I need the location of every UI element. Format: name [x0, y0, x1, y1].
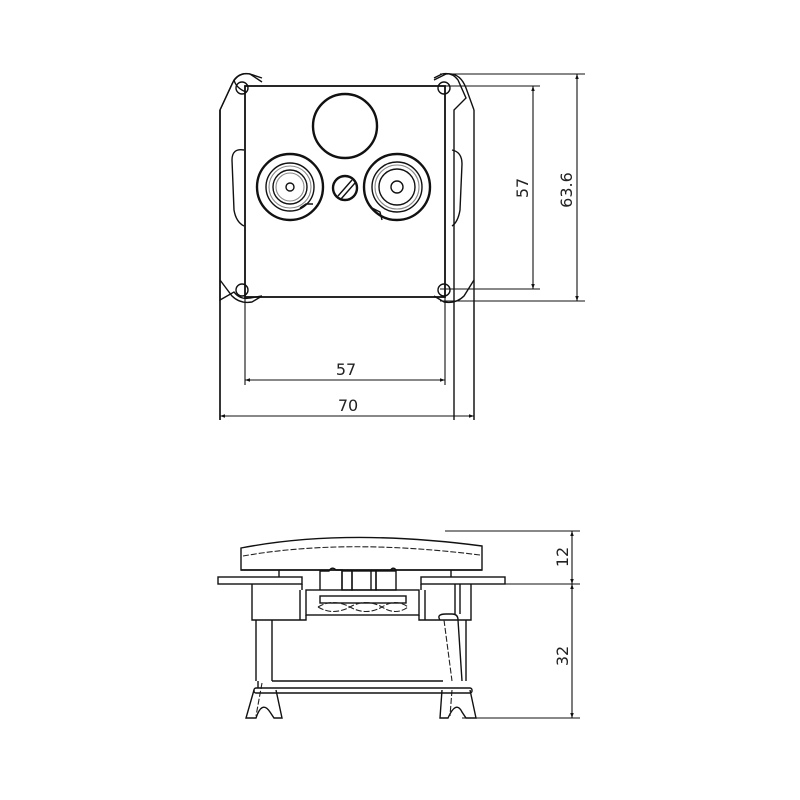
dim-label-width-57: 57: [336, 360, 356, 379]
terminal-block: [305, 589, 420, 616]
cover-plate: [244, 85, 446, 298]
tv-connector: [255, 152, 325, 222]
left-leg: [245, 620, 283, 719]
dim-label-height-63-6: 63.6: [557, 172, 576, 208]
dim-label-height-57: 57: [513, 178, 532, 198]
side-view: 12 32: [217, 530, 580, 719]
front-view: 57 70 57 63.6: [219, 72, 585, 420]
right-flange: [420, 576, 506, 585]
left-latch: [231, 149, 245, 227]
dim-label-depth-12: 12: [553, 547, 572, 567]
screw-hole-tr: [437, 81, 451, 95]
left-flange: [217, 576, 303, 585]
bottom-crossbar: [253, 687, 473, 694]
satellite-port-hole: [311, 92, 379, 160]
cover-profile: [240, 536, 483, 571]
radio-connector: [362, 152, 432, 222]
dim-label-depth-32: 32: [553, 646, 572, 666]
screw-hole-bl: [235, 283, 249, 297]
screw-hole-br: [437, 283, 451, 297]
right-latch: [451, 149, 463, 227]
right-leg: [438, 613, 477, 719]
screw-hole-tl: [235, 81, 249, 95]
dim-label-width-70: 70: [338, 396, 358, 415]
center-screw: [331, 174, 359, 202]
